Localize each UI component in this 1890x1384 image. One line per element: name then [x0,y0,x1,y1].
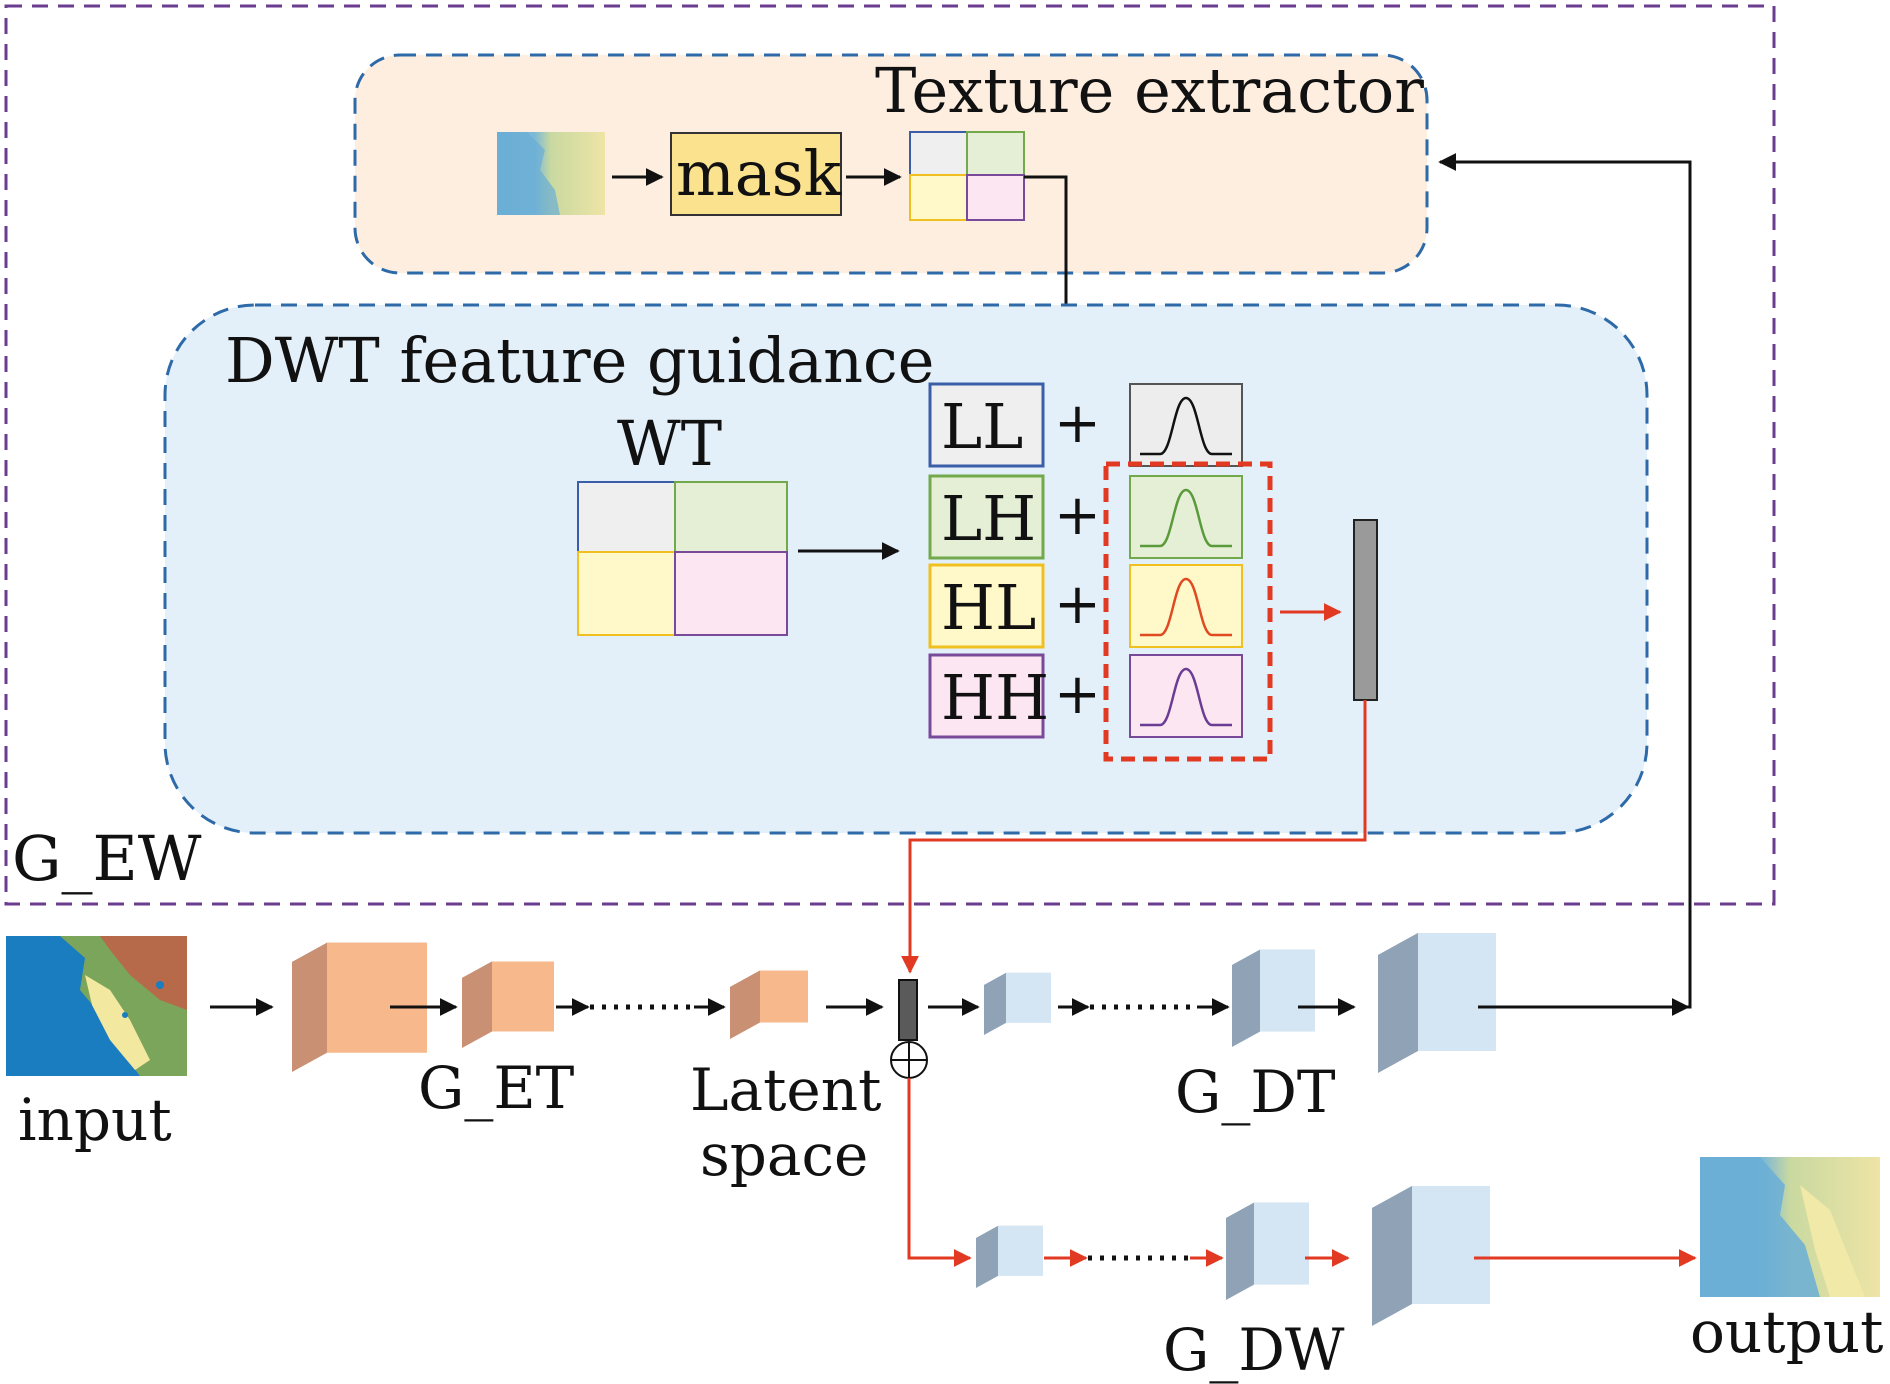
subband-row-hh: HH+ [928,653,1243,739]
decoder-dt-block-2 [1232,949,1315,1047]
plus-sign: + [1054,483,1101,548]
latent-label-line2: space [700,1121,868,1189]
subband-box-lh [928,474,1045,560]
gdt-label: G_DT [1175,1058,1336,1126]
plus-sign: + [1054,572,1101,637]
mask-label: mask [676,137,842,210]
encoder-block-3 [730,970,808,1039]
subband-label-lh: LH [941,482,1036,555]
fusion-feature-bar [1353,519,1378,701]
get-label: G_ET [418,1054,575,1122]
distribution-curve-hh [1140,667,1232,727]
decoder-dt-block-1 [984,972,1051,1035]
red-path-to-dw [907,1078,972,1267]
subband-stack: LL+LH+HL+HH+ [928,382,1243,739]
dwt-guidance-region [163,303,1649,835]
encoder-block-1 [292,942,427,1072]
high-frequency-highlight [1103,461,1273,762]
distribution-curve-ll [1140,396,1232,456]
decoder-dw-block-3 [1372,1186,1490,1326]
decoder-dw-block-2 [1226,1202,1309,1300]
wt-label: WT [617,407,722,480]
plus-sign: + [1054,391,1101,456]
red-path-fusion-to-latent [901,700,1367,974]
encoder-block-2 [462,961,554,1048]
latent-feature-bar [898,979,918,1041]
texture-extractor-region [353,53,1429,275]
subband-box-hl [928,563,1045,649]
subband-label-ll: LL [941,390,1023,463]
subband-box-hh [928,653,1045,739]
input-label: input [18,1086,172,1154]
dwt-guidance-title: DWT feature guidance [225,324,934,397]
output-map-image [1700,1157,1880,1297]
gew-label: G_EW [12,822,202,895]
latent-label-line1: Latent [690,1056,881,1124]
subband-label-hl: HL [941,571,1036,644]
decoder-dt-block-3 [1378,933,1496,1073]
subband-row-lh: LH + [928,474,1243,560]
mask-box [670,132,842,216]
wt-subband-grid [577,481,788,636]
network-blocks [292,933,1496,1326]
subband-row-ll: LL + [928,382,1243,468]
distribution-curve-lh [1140,488,1232,548]
arrow-dt-to-texture-extractor [1438,153,1692,1009]
texture-map-thumbnail [497,132,605,215]
output-label: output [1690,1298,1883,1366]
subband-box-ll [928,382,1045,468]
input-map-image [6,936,187,1076]
decoder-dw-block-1 [976,1225,1043,1288]
gdw-label: G_DW [1163,1316,1345,1384]
distribution-curve-hl [1140,577,1232,637]
subband-label-hh: HH [941,661,1049,734]
texture-extractor-title: Texture extractor [875,54,1424,127]
plus-sign: + [1054,662,1101,727]
subband-row-hl: HL + [928,563,1243,649]
gew-region [4,4,1776,906]
texture-subband-grid [909,131,1025,221]
